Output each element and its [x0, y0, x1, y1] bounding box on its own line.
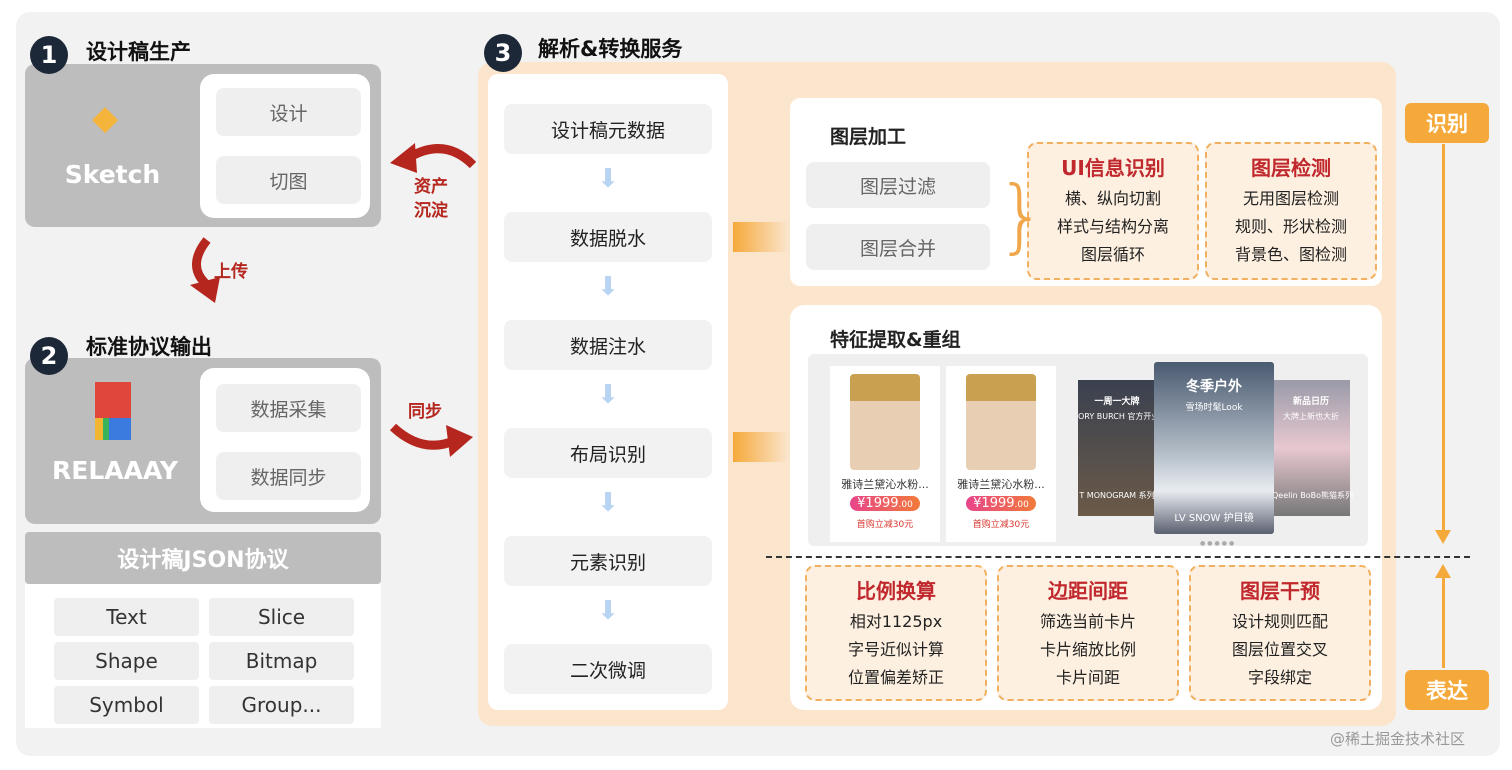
- step-element: 元素识别: [504, 536, 712, 586]
- asset-label: 资产沉淀: [414, 177, 448, 221]
- protocol-slice: Slice: [209, 598, 354, 636]
- section2-title: 标准协议输出: [86, 335, 212, 359]
- protocol-bitmap: Bitmap: [209, 642, 354, 680]
- layer-merge: 图层合并: [806, 224, 990, 270]
- step-finetune: 二次微调: [504, 644, 712, 694]
- step-metadata: 设计稿元数据: [504, 104, 712, 154]
- product-card: 雅诗兰黛沁水粉... ¥1999.00 首购立减30元: [946, 366, 1056, 542]
- protocol-shape: Shape: [54, 642, 199, 680]
- up-arrowhead-icon: [1435, 564, 1451, 578]
- down-arrowhead-icon: [1435, 530, 1451, 544]
- product-image: [966, 374, 1036, 470]
- protocol-group: Group...: [209, 686, 354, 724]
- product-card: 雅诗兰黛沁水粉... ¥1999.00 首购立减30元: [830, 366, 940, 542]
- step-layout: 布局识别: [504, 428, 712, 478]
- step-dehydrate: 数据脱水: [504, 212, 712, 262]
- step-number-1: 1: [30, 36, 68, 74]
- brace-icon: }: [996, 169, 1047, 262]
- ui-info-box: UI信息识别 横、纵向切割样式与结构分离图层循环: [1027, 142, 1199, 280]
- relaaay-logo-icon: [95, 382, 131, 440]
- express-badge: 表达: [1405, 670, 1489, 710]
- watermark: @稀土掘金技术社区: [1330, 730, 1466, 748]
- layer-processing-title: 图层加工: [830, 126, 907, 148]
- down-arrow-icon: ⬇: [597, 272, 619, 302]
- recognize-arrow-line: [1442, 144, 1445, 536]
- item-design: 设计: [216, 88, 361, 136]
- pipeline-column: [488, 74, 728, 710]
- layer-filter: 图层过滤: [806, 162, 990, 208]
- step-number-2: 2: [30, 337, 68, 375]
- section3-title: 解析&转换服务: [538, 37, 683, 61]
- down-arrow-icon: ⬇: [597, 488, 619, 518]
- upload-arrow-icon: [190, 237, 220, 303]
- carousel-dots: ●●●●●: [1200, 540, 1237, 547]
- sketch-label: Sketch: [64, 160, 161, 189]
- down-arrow-icon: ⬇: [597, 380, 619, 410]
- section1-title: 设计稿生产: [86, 40, 191, 64]
- left-arrow-icon: [733, 432, 788, 462]
- express-arrow-line: [1442, 576, 1445, 668]
- protocol-title: 设计稿JSON协议: [25, 532, 381, 584]
- layer-intervene-box: 图层干预 设计规则匹配图层位置交叉字段绑定: [1189, 565, 1371, 701]
- spacing-box: 边距间距 筛选当前卡片卡片缩放比例卡片间距: [997, 565, 1179, 701]
- down-arrow-icon: ⬇: [597, 596, 619, 626]
- asset-arrow-icon: [390, 143, 477, 173]
- item-data-collect: 数据采集: [216, 384, 361, 432]
- protocol-text: Text: [54, 598, 199, 636]
- left-arrow-icon: [733, 222, 788, 252]
- layer-detect-box: 图层检测 无用图层检测规则、形状检测背景色、图检测: [1205, 142, 1377, 280]
- product-image: [850, 374, 920, 470]
- relaaay-label: RELAAAY: [51, 456, 178, 485]
- protocol-symbol: Symbol: [54, 686, 199, 724]
- step-number-3: 3: [484, 34, 522, 72]
- sync-label: 同步: [408, 402, 442, 422]
- divider-line: [766, 556, 1470, 558]
- item-data-sync: 数据同步: [216, 452, 361, 500]
- upload-label: 上传: [214, 262, 248, 282]
- item-slice: 切图: [216, 156, 361, 204]
- step-hydrate: 数据注水: [504, 320, 712, 370]
- sketch-diamond-icon: ◆: [92, 98, 119, 138]
- feature-title: 特征提取&重组: [830, 329, 961, 351]
- sync-arrow-icon: [389, 423, 473, 457]
- down-arrow-icon: ⬇: [597, 164, 619, 194]
- recognize-badge: 识别: [1405, 103, 1489, 143]
